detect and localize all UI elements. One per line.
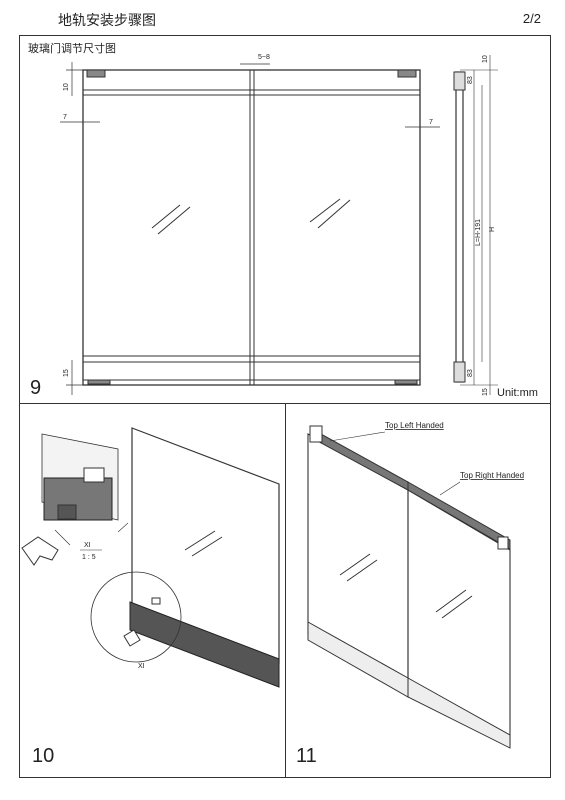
step10-number: 10 <box>32 745 55 767</box>
label-top-right-handed: Top Right Handed <box>460 471 524 480</box>
dim-top-label: 10 <box>63 83 70 91</box>
total-height-label: H <box>489 227 496 232</box>
document-title: 地轨安装步骤图 <box>58 13 156 29</box>
dim-gap-label: 5~8 <box>258 54 270 61</box>
side-dim-top-inner-label: 83 <box>467 76 474 84</box>
detail-label: XI <box>138 663 145 670</box>
step11-drawing <box>307 425 511 749</box>
page-number: 2/2 <box>522 11 541 26</box>
step9-number: 9 <box>30 377 42 399</box>
glass-height-label: L=H-191 <box>475 219 482 246</box>
side-dim-bottom-label: 15 <box>482 388 489 396</box>
step9-title: 玻璃门调节尺寸图 <box>28 42 116 55</box>
section-divider-vertical <box>285 403 286 778</box>
unit-label: Unit:mm <box>497 387 538 399</box>
step9-side-view <box>453 55 498 395</box>
scale-label: XI <box>84 542 91 549</box>
scale-ratio: 1 : 5 <box>82 554 96 561</box>
step10-drawing <box>21 427 280 688</box>
step11-number: 11 <box>296 745 317 767</box>
side-dim-bottom-inner-label: 83 <box>467 369 474 377</box>
step9-front-view <box>60 62 440 395</box>
label-top-left-handed: Top Left Handed <box>385 421 444 430</box>
dim-side-right-label: 7 <box>429 119 433 126</box>
side-dim-top-label: 10 <box>482 55 489 63</box>
dim-bottom-label: 15 <box>63 369 70 377</box>
dim-side-left-label: 7 <box>63 114 67 121</box>
